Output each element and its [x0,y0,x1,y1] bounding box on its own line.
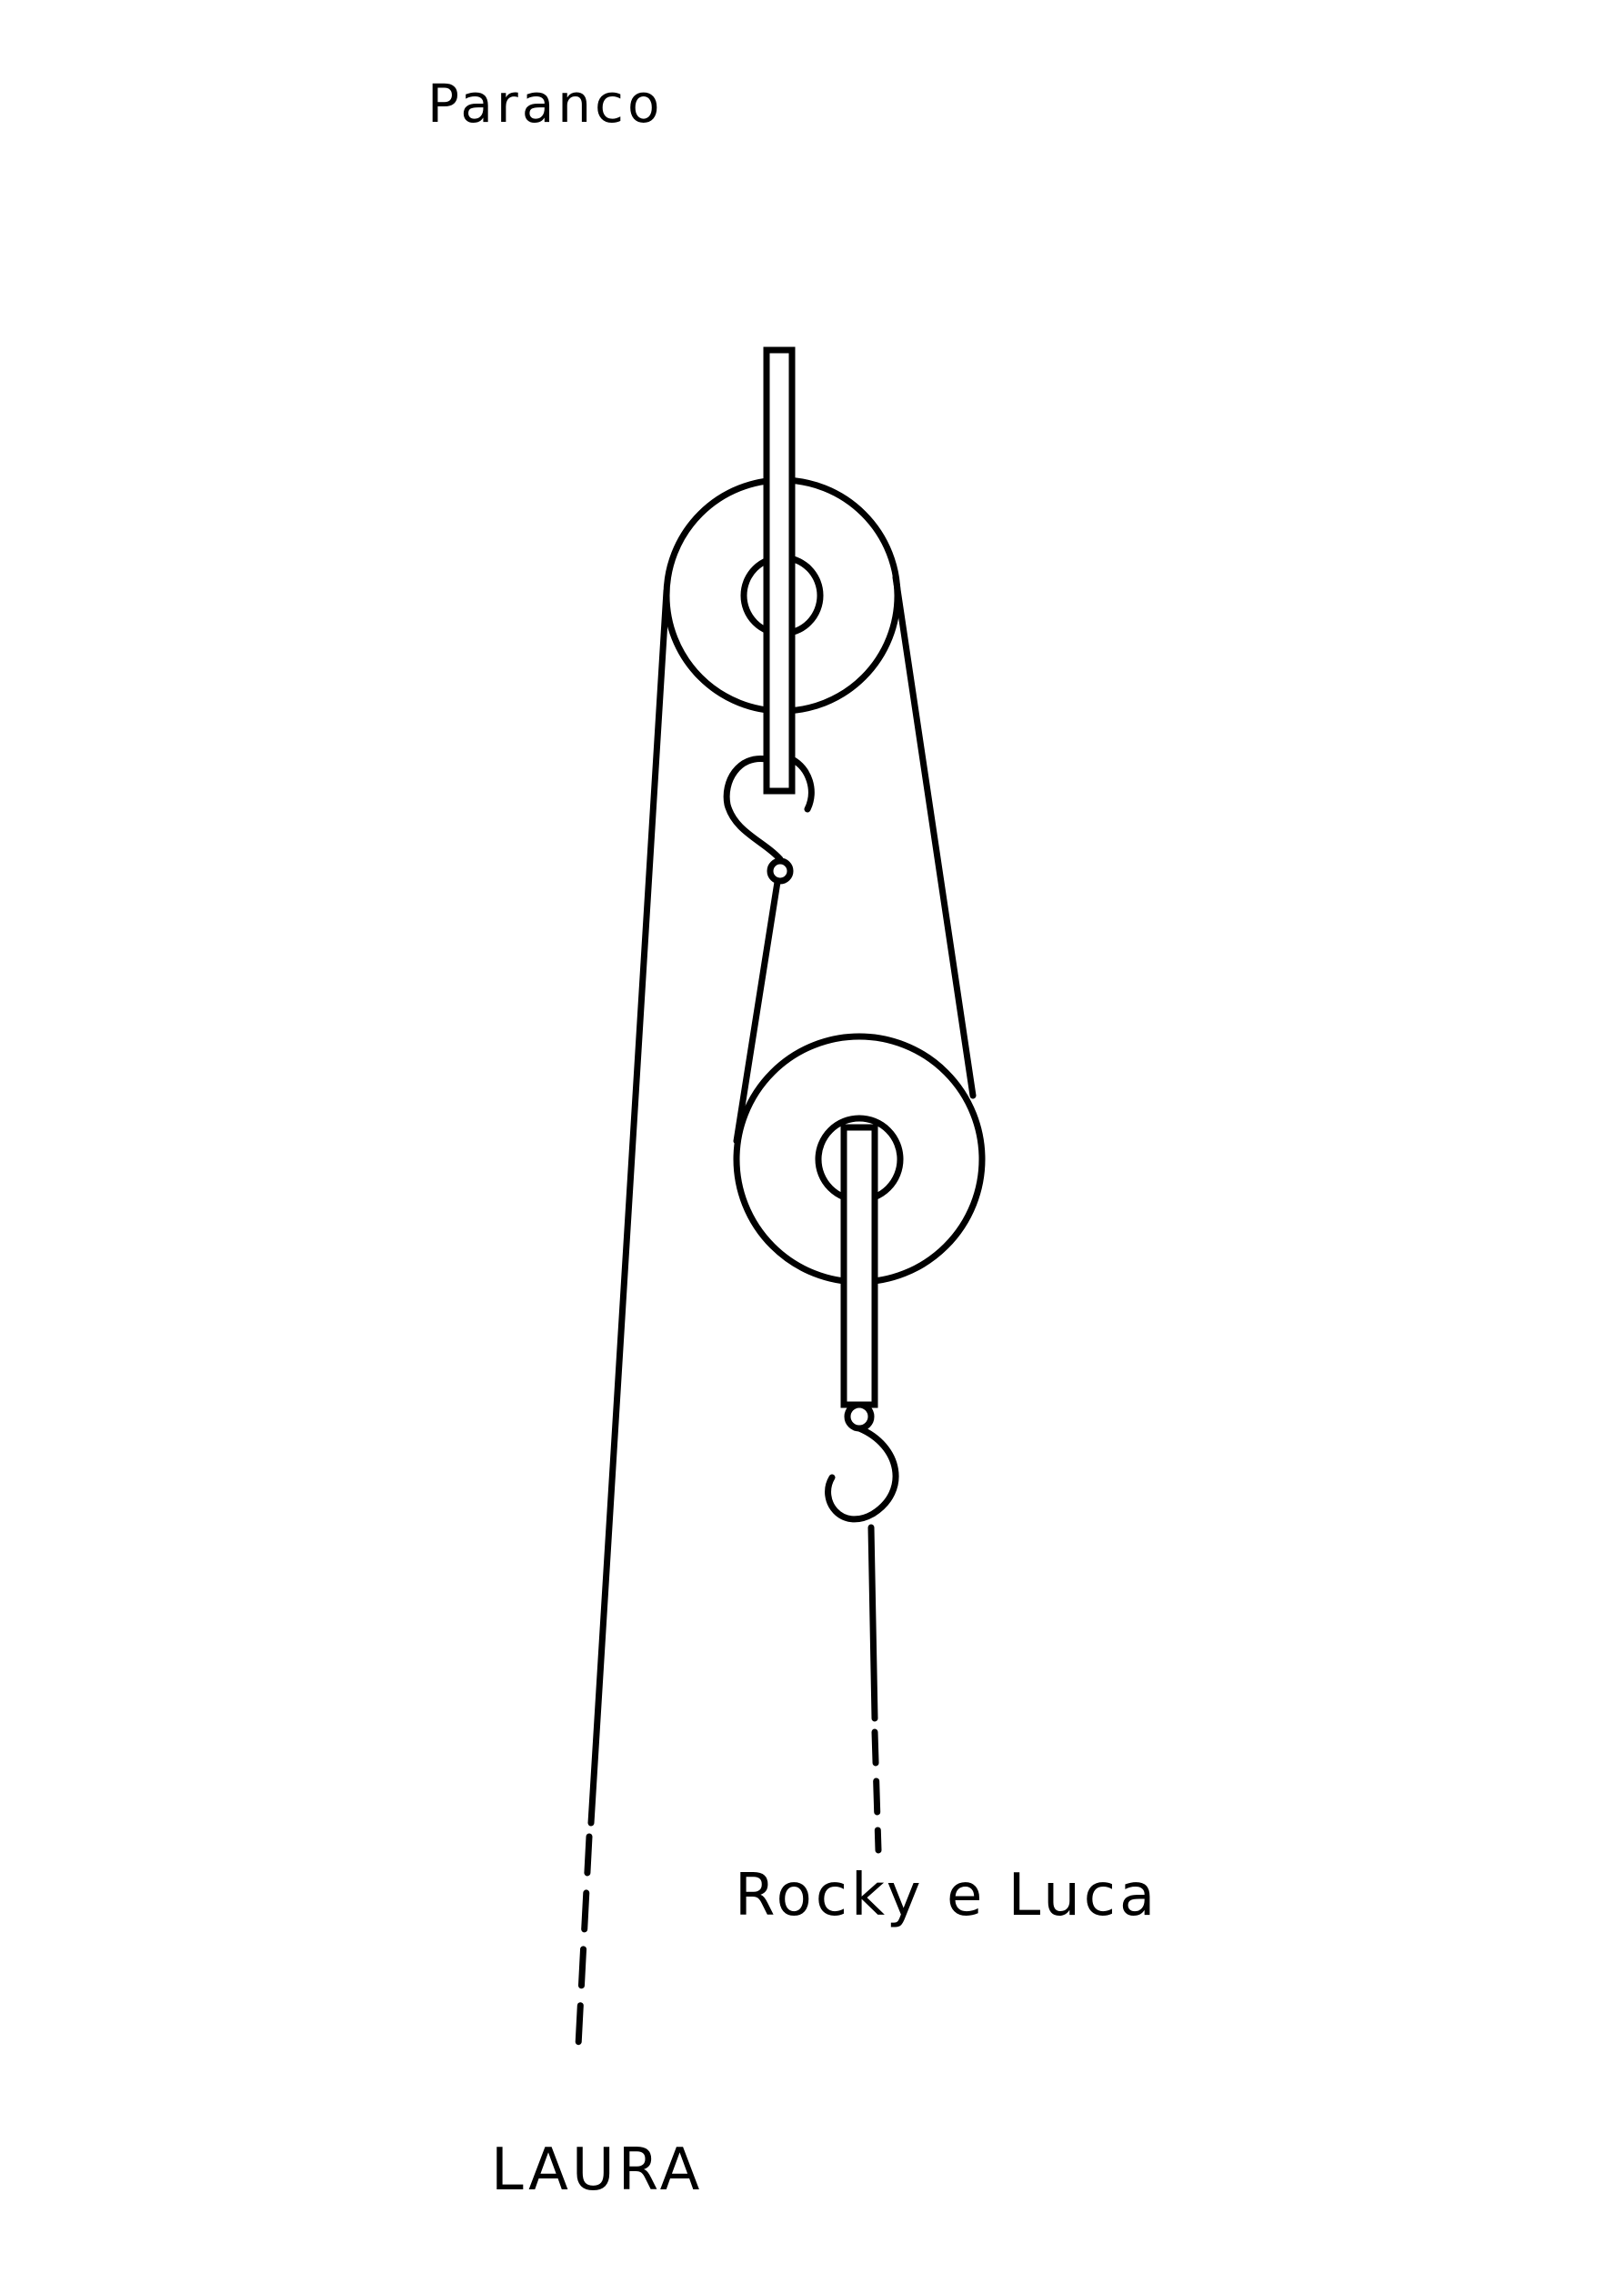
rope-left-dashed [575,1833,593,2049]
lower-hook [825,1425,899,1523]
diagram-title: Paranco [427,73,664,135]
puller-label: LAURA [491,2137,704,2204]
upper-mount-bar [763,346,796,795]
upper-hook [723,756,815,863]
lower-mount-bar [840,1124,878,1408]
rope-right-segment [892,574,977,1099]
lower-hook-eye [844,1401,875,1432]
connecting-rope [733,878,781,1145]
upper-hook-eye [767,857,794,885]
load-line-dashed [871,1728,882,1854]
load-line [867,1524,878,1722]
rope-left-segment [587,587,670,1827]
load-label: Rocky e Luca [735,1862,1159,1929]
